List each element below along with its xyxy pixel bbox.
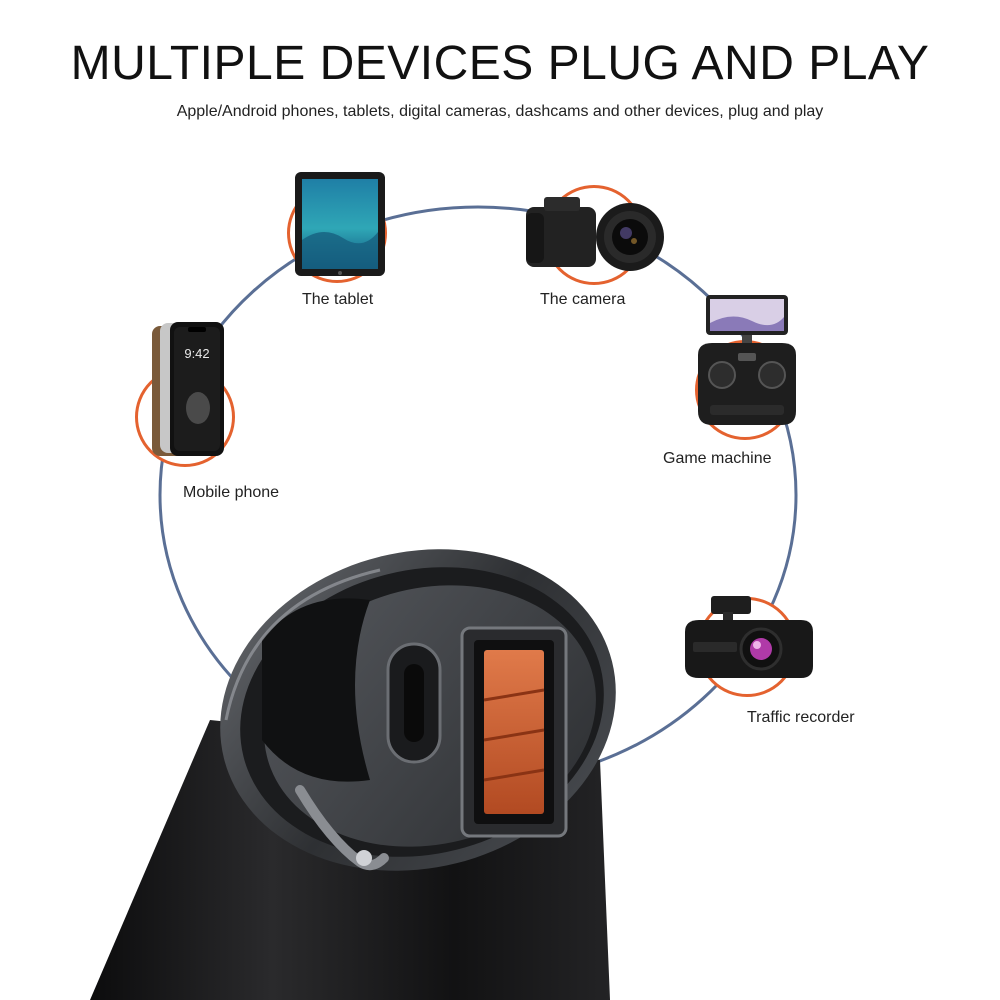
gamepad-icon bbox=[698, 295, 796, 425]
camera-icon bbox=[526, 197, 664, 271]
page-subtitle: Apple/Android phones, tablets, digital c… bbox=[176, 103, 824, 120]
tablet-icon bbox=[295, 172, 385, 276]
tablet-label: The tablet bbox=[302, 291, 374, 308]
page-title: MULTIPLE DEVICES PLUG AND PLAY bbox=[70, 37, 930, 90]
camera-label: The camera bbox=[540, 291, 626, 308]
game-label: Game machine bbox=[663, 450, 772, 467]
recorder-label: Traffic recorder bbox=[747, 709, 855, 726]
dashcam-icon bbox=[685, 596, 813, 678]
phone-icon: 9:42 bbox=[152, 322, 224, 456]
svg-text:9:42: 9:42 bbox=[184, 346, 209, 361]
phone-label: Mobile phone bbox=[183, 484, 280, 501]
